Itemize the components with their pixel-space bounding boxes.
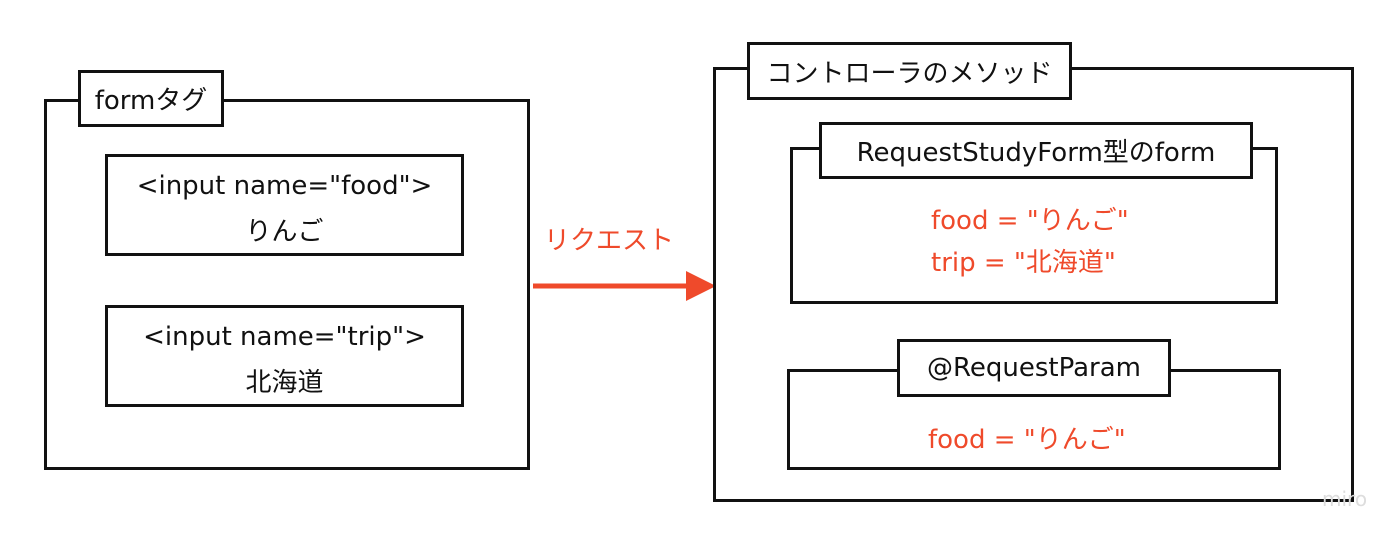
form-object-food-line: food = "りんご" — [931, 206, 1129, 236]
input-food-box: <input name="food"> りんご — [105, 154, 464, 256]
miro-watermark: miro — [1322, 487, 1368, 511]
request-arrow-head — [686, 271, 716, 301]
form-object-trip-line: trip = "北海道" — [931, 248, 1116, 278]
request-arrow — [533, 271, 716, 301]
request-param-title: @RequestParam — [897, 339, 1171, 397]
input-trip-value: 北海道 — [245, 368, 324, 398]
input-trip-box: <input name="trip"> 北海道 — [105, 305, 464, 407]
controller-method-title: コントローラのメソッド — [747, 42, 1072, 100]
form-object-title: RequestStudyForm型のform — [819, 122, 1253, 179]
input-trip-tag: <input name="trip"> — [143, 322, 426, 352]
input-food-value: りんご — [245, 217, 324, 247]
form-tag-title: formタグ — [78, 70, 224, 127]
request-arrow-label: リクエスト — [544, 226, 675, 256]
request-param-food-line: food = "りんご" — [928, 425, 1126, 455]
input-food-tag: <input name="food"> — [136, 171, 433, 201]
